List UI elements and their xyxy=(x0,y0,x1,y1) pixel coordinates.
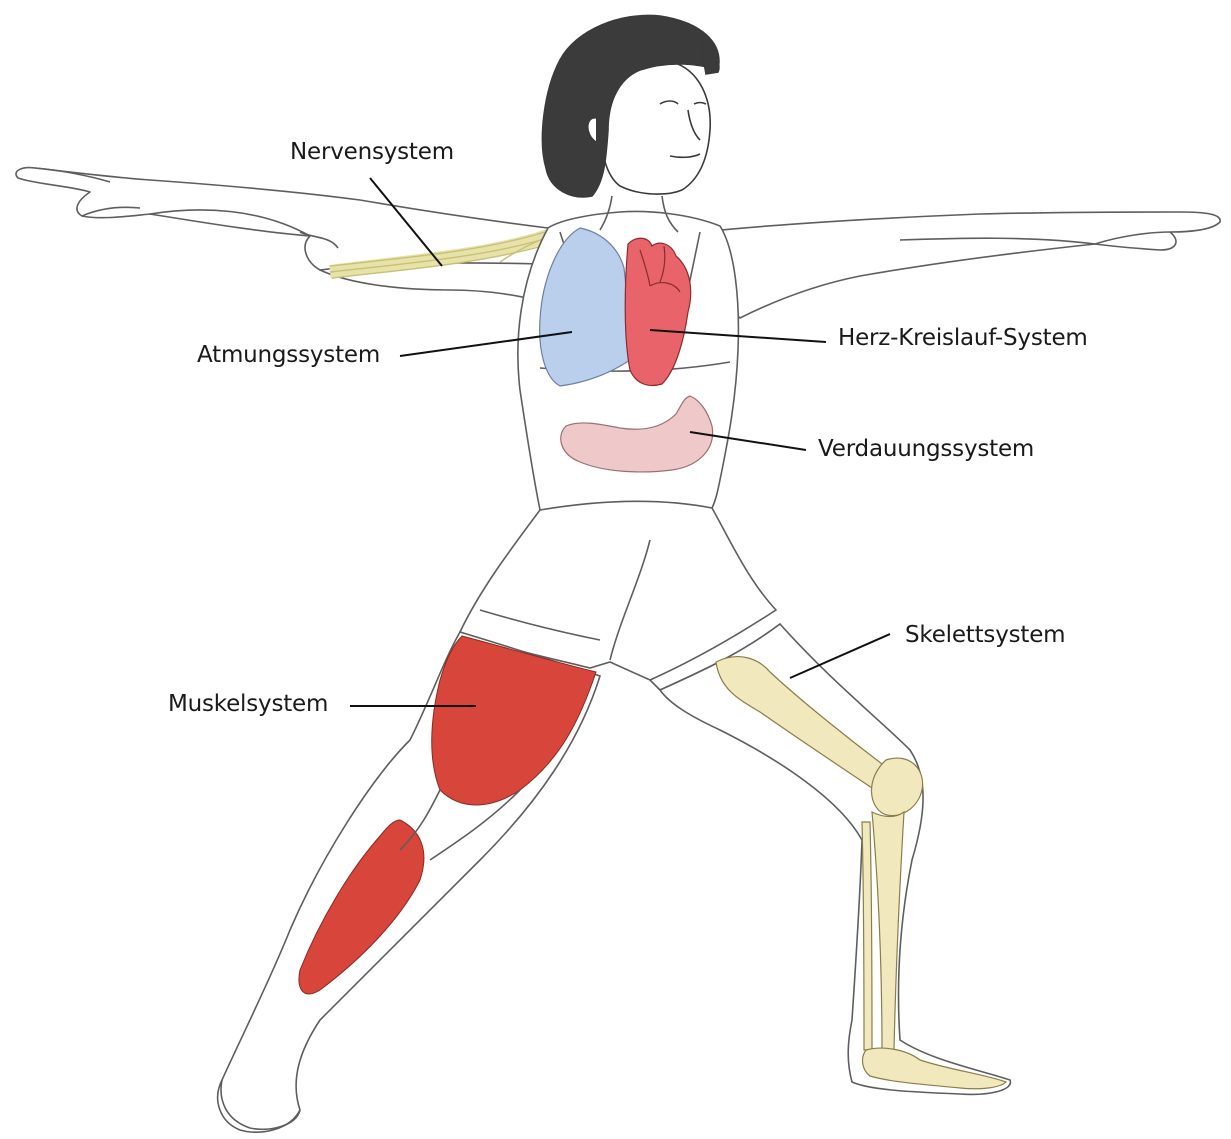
label-digestive-system: Verdauungssystem xyxy=(818,438,1034,461)
label-cardiovascular-system: Herz-Kreislauf-System xyxy=(838,327,1088,350)
label-nervous-system: Nervensystem xyxy=(290,141,454,164)
head xyxy=(542,15,718,196)
label-skeletal-system: Skelettsystem xyxy=(905,624,1065,647)
right-leg xyxy=(660,624,1010,1094)
label-respiratory-system: Atmungssystem xyxy=(197,344,380,367)
left-arm xyxy=(16,168,548,302)
right-arm xyxy=(700,212,1220,318)
label-muscular-system: Muskelsystem xyxy=(168,693,328,716)
